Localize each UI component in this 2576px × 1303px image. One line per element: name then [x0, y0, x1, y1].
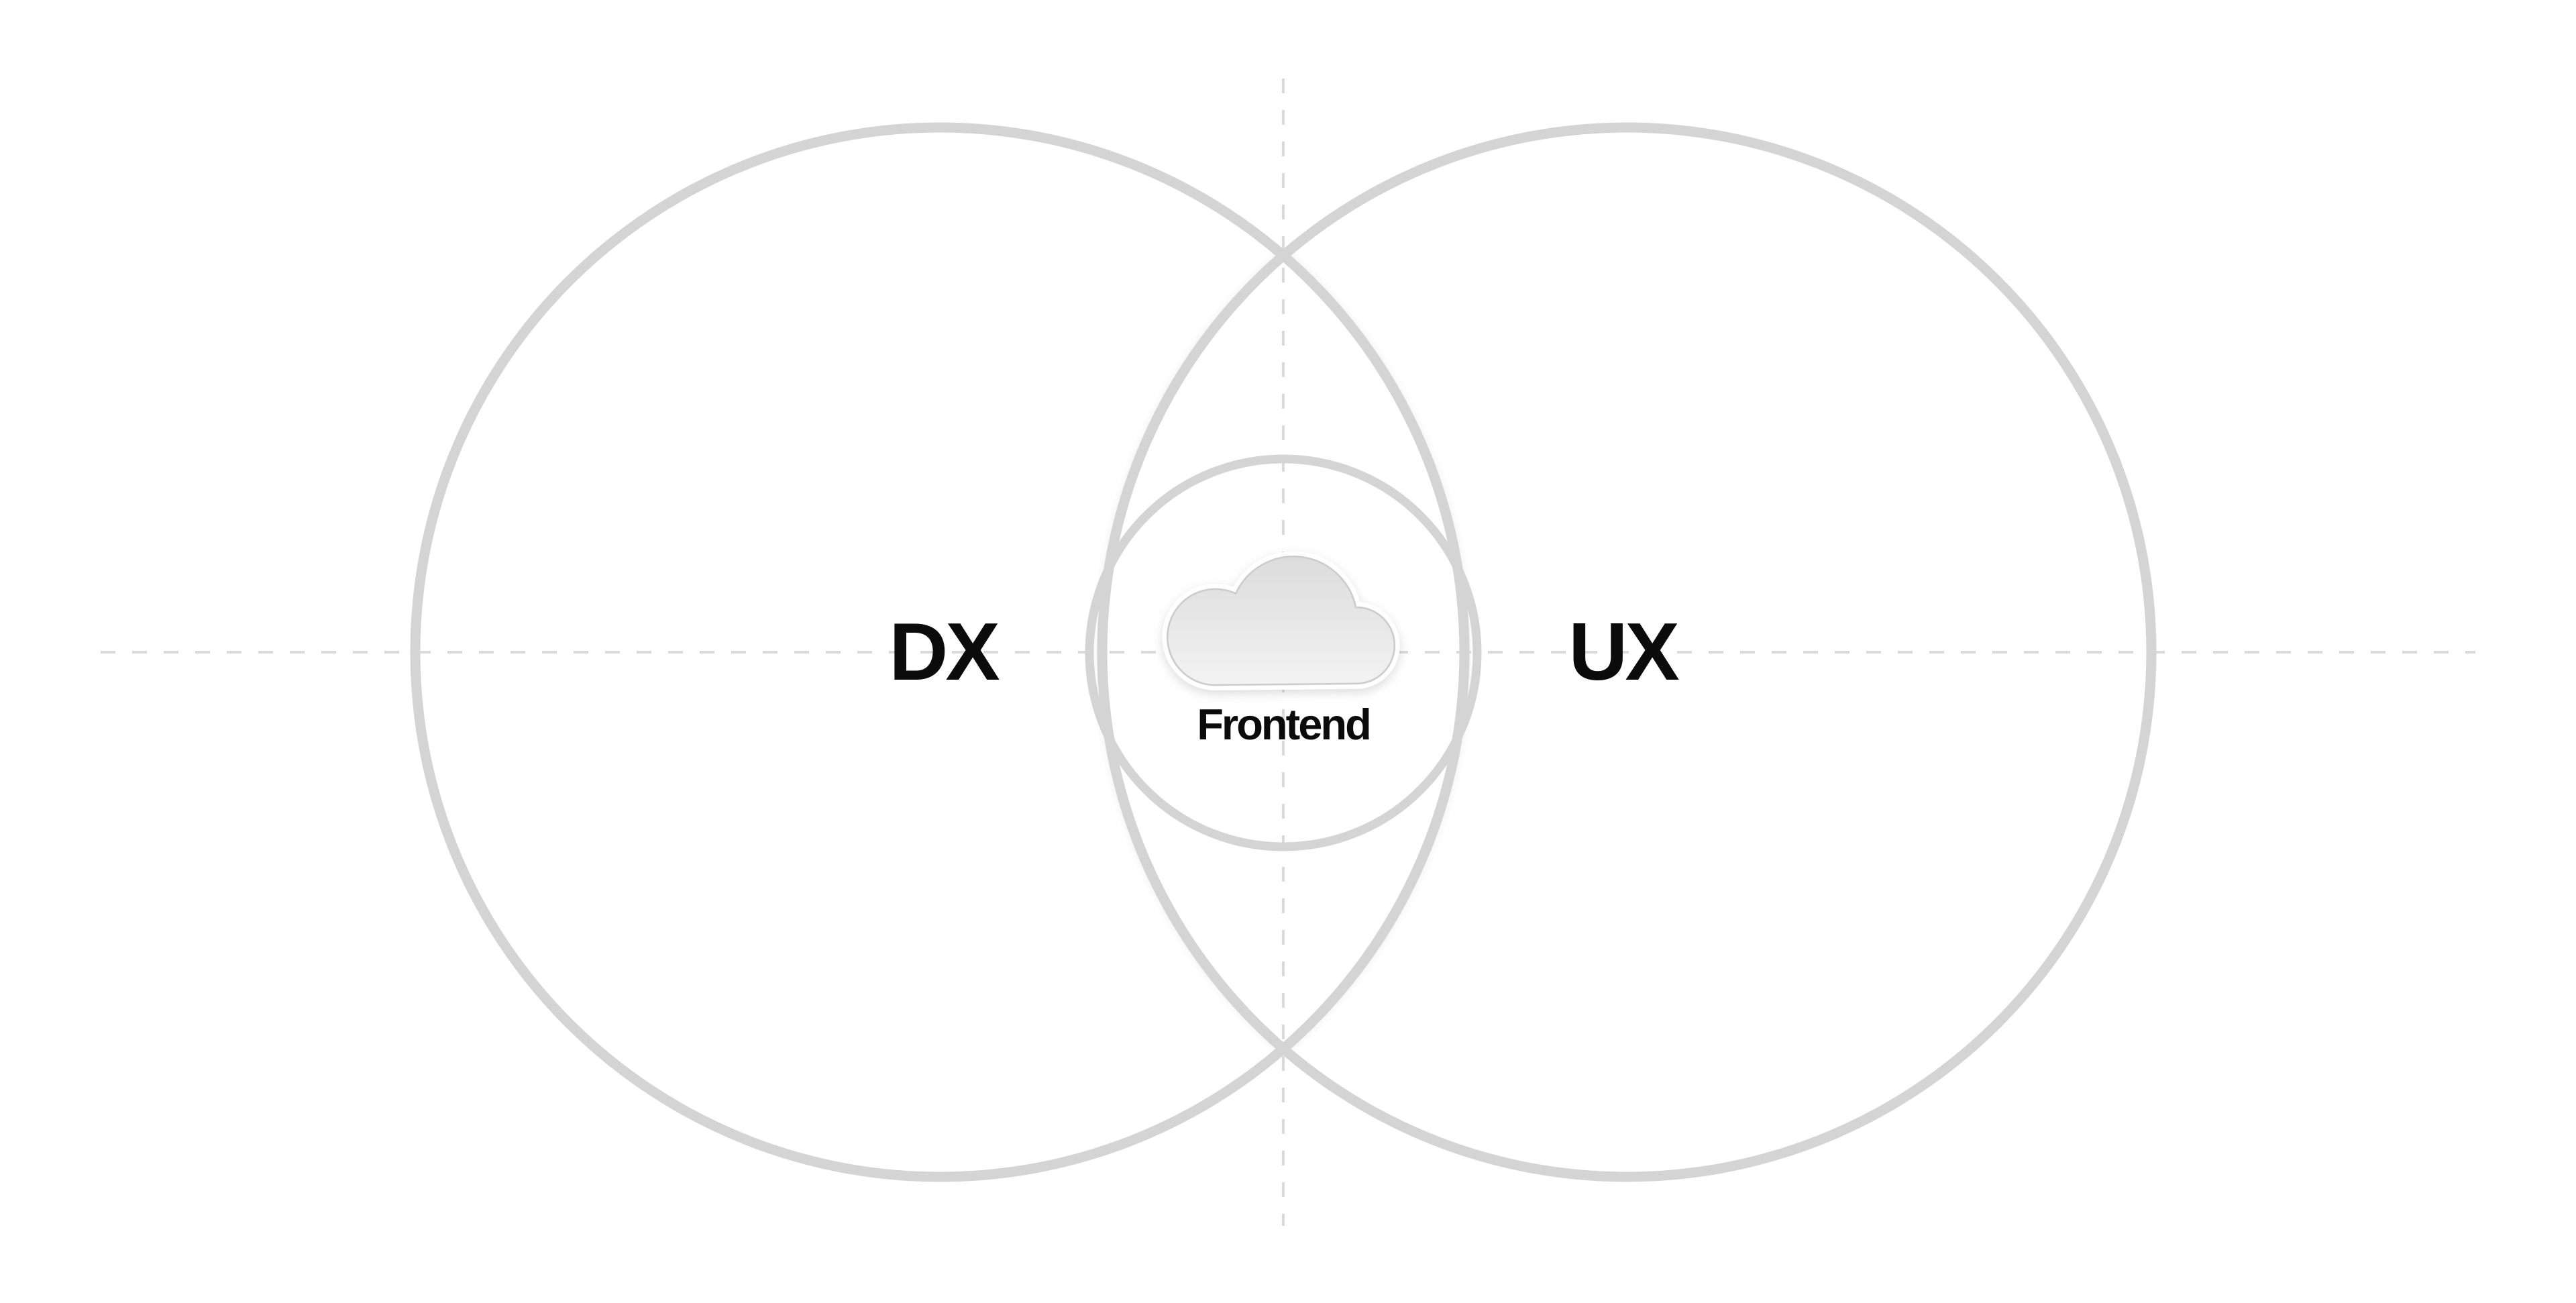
- intersection-circle: [1085, 454, 1482, 851]
- dx-circle: [410, 122, 1470, 1182]
- intersection-label: Frontend: [1197, 700, 1370, 749]
- cloud-icon-body: [1167, 556, 1396, 686]
- cloud-icon: [1162, 551, 1400, 690]
- ux-circle: [1097, 122, 2157, 1182]
- ux-set-label: UX: [1568, 606, 1679, 697]
- dx-set-label: DX: [889, 606, 1000, 697]
